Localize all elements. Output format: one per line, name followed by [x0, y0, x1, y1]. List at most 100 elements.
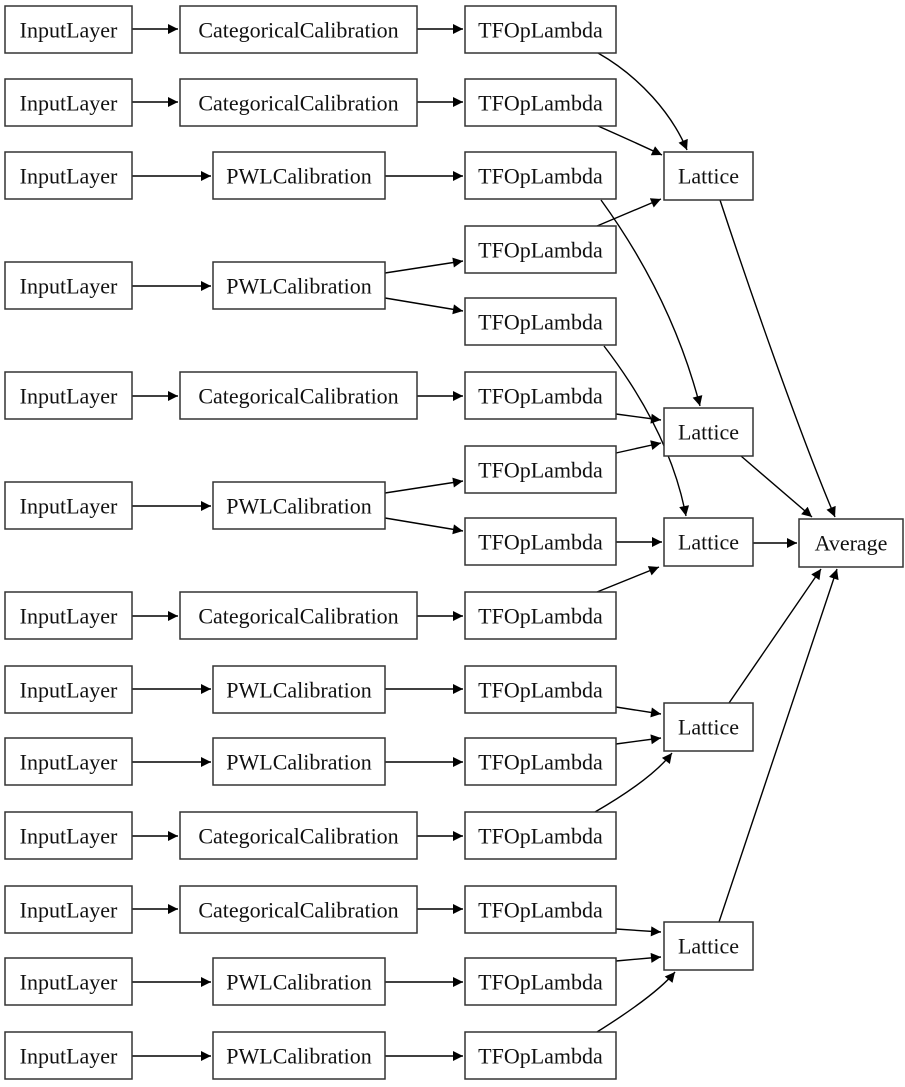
node-lattice-4: Lattice — [663, 702, 754, 752]
node-lambda-11: TFOpLambda — [464, 737, 617, 786]
svg-text:InputLayer: InputLayer — [20, 164, 118, 189]
edge-lambda-12-lattice-4 — [594, 752, 673, 813]
edge-lambda-11-lattice-4 — [615, 734, 662, 745]
node-lambda-15: TFOpLambda — [464, 1031, 617, 1080]
svg-text:InputLayer: InputLayer — [20, 970, 118, 995]
svg-text:InputLayer: InputLayer — [20, 274, 118, 299]
svg-text:PWLCalibration: PWLCalibration — [226, 970, 371, 995]
svg-text:InputLayer: InputLayer — [20, 898, 118, 923]
svg-text:InputLayer: InputLayer — [20, 824, 118, 849]
edge-lambda-13-lattice-5 — [615, 926, 662, 937]
edge-lambda-3-lattice-2 — [600, 199, 703, 407]
node-lambda-8: TFOpLambda — [464, 517, 617, 566]
node-input-2: InputLayer — [4, 78, 133, 127]
edge-lambda-7-lattice-2 — [615, 440, 662, 454]
svg-text:PWLCalibration: PWLCalibration — [226, 750, 371, 775]
node-calib-12: PWLCalibration — [212, 957, 386, 1006]
node-input-7: InputLayer — [4, 591, 133, 640]
node-input-11: InputLayer — [4, 885, 133, 934]
node-lattice-5: Lattice — [663, 921, 754, 971]
node-input-5: InputLayer — [4, 371, 133, 420]
node-lambda-2: TFOpLambda — [464, 78, 617, 127]
node-input-10: InputLayer — [4, 811, 133, 860]
svg-text:TFOpLambda: TFOpLambda — [478, 91, 603, 116]
node-lambda-5: TFOpLambda — [464, 297, 617, 346]
svg-text:TFOpLambda: TFOpLambda — [478, 750, 603, 775]
node-calib-3: PWLCalibration — [212, 151, 386, 200]
node-input-1: InputLayer — [4, 5, 133, 54]
node-calib-9: PWLCalibration — [212, 737, 386, 786]
edge-calib-6-lambda-8 — [384, 517, 464, 535]
edge-calib-4-lambda-5 — [384, 297, 464, 315]
svg-text:TFOpLambda: TFOpLambda — [478, 1044, 603, 1069]
node-layer: InputLayer CategoricalCalibration TFOpLa… — [4, 5, 904, 1080]
node-lattice-3: Lattice — [663, 517, 754, 567]
svg-text:TFOpLambda: TFOpLambda — [478, 824, 603, 849]
edge-lambda-2-lattice-1 — [597, 125, 663, 156]
svg-text:CategoricalCalibration: CategoricalCalibration — [198, 824, 398, 849]
svg-text:Lattice: Lattice — [678, 164, 739, 189]
edge-lambda-15-lattice-5 — [596, 971, 676, 1033]
svg-text:TFOpLambda: TFOpLambda — [478, 970, 603, 995]
edge-lattice-2-average — [740, 455, 813, 518]
svg-text:TFOpLambda: TFOpLambda — [478, 18, 603, 43]
node-input-3: InputLayer — [4, 151, 133, 200]
edge-lambda-6-lattice-2 — [615, 413, 662, 424]
edge-lambda-5-lattice-3 — [603, 345, 690, 517]
node-calib-2: CategoricalCalibration — [179, 78, 418, 127]
node-input-13: InputLayer — [4, 1031, 133, 1080]
node-lambda-9: TFOpLambda — [464, 591, 617, 640]
svg-text:PWLCalibration: PWLCalibration — [226, 164, 371, 189]
edge-lambda-4-lattice-1 — [596, 198, 662, 227]
node-calib-8: PWLCalibration — [212, 665, 386, 714]
svg-text:Average: Average — [815, 531, 888, 556]
svg-text:TFOpLambda: TFOpLambda — [478, 458, 603, 483]
svg-text:InputLayer: InputLayer — [20, 384, 118, 409]
svg-text:PWLCalibration: PWLCalibration — [226, 1044, 371, 1069]
svg-text:TFOpLambda: TFOpLambda — [478, 678, 603, 703]
node-lambda-12: TFOpLambda — [464, 811, 617, 860]
node-lambda-6: TFOpLambda — [464, 371, 617, 420]
svg-text:CategoricalCalibration: CategoricalCalibration — [198, 18, 398, 43]
node-lambda-7: TFOpLambda — [464, 445, 617, 494]
node-calib-5: CategoricalCalibration — [179, 371, 418, 420]
svg-text:TFOpLambda: TFOpLambda — [478, 164, 603, 189]
svg-text:Lattice: Lattice — [678, 715, 739, 740]
node-average: Average — [798, 518, 904, 568]
edge-lambda-14-lattice-5 — [615, 952, 662, 963]
node-input-4: InputLayer — [4, 261, 133, 310]
svg-text:InputLayer: InputLayer — [20, 18, 118, 43]
node-input-12: InputLayer — [4, 957, 133, 1006]
svg-text:TFOpLambda: TFOpLambda — [478, 530, 603, 555]
edge-calib-6-lambda-7 — [384, 477, 464, 494]
svg-text:InputLayer: InputLayer — [20, 1044, 118, 1069]
svg-text:TFOpLambda: TFOpLambda — [478, 238, 603, 263]
svg-text:CategoricalCalibration: CategoricalCalibration — [198, 91, 398, 116]
svg-text:PWLCalibration: PWLCalibration — [226, 678, 371, 703]
node-input-6: InputLayer — [4, 481, 133, 530]
node-lambda-4: TFOpLambda — [464, 225, 617, 274]
node-lambda-1: TFOpLambda — [464, 5, 617, 54]
edge-lattice-4-average — [728, 568, 822, 704]
node-lambda-13: TFOpLambda — [464, 885, 617, 934]
svg-text:TFOpLambda: TFOpLambda — [478, 384, 603, 409]
svg-text:CategoricalCalibration: CategoricalCalibration — [198, 898, 398, 923]
edge-layer — [132, 24, 839, 1061]
node-calib-6: PWLCalibration — [212, 481, 386, 530]
svg-text:TFOpLambda: TFOpLambda — [478, 898, 603, 923]
svg-text:TFOpLambda: TFOpLambda — [478, 310, 603, 335]
node-calib-4: PWLCalibration — [212, 261, 386, 310]
node-lattice-1: Lattice — [663, 151, 754, 201]
svg-text:Lattice: Lattice — [678, 934, 739, 959]
node-lambda-10: TFOpLambda — [464, 665, 617, 714]
svg-text:InputLayer: InputLayer — [20, 678, 118, 703]
edge-lambda-1-lattice-1 — [597, 52, 688, 151]
svg-text:CategoricalCalibration: CategoricalCalibration — [198, 604, 398, 629]
svg-text:PWLCalibration: PWLCalibration — [226, 494, 371, 519]
node-lattice-2: Lattice — [663, 407, 754, 457]
node-lambda-14: TFOpLambda — [464, 957, 617, 1006]
node-input-9: InputLayer — [4, 737, 133, 786]
svg-text:InputLayer: InputLayer — [20, 494, 118, 519]
node-calib-1: CategoricalCalibration — [179, 5, 418, 54]
